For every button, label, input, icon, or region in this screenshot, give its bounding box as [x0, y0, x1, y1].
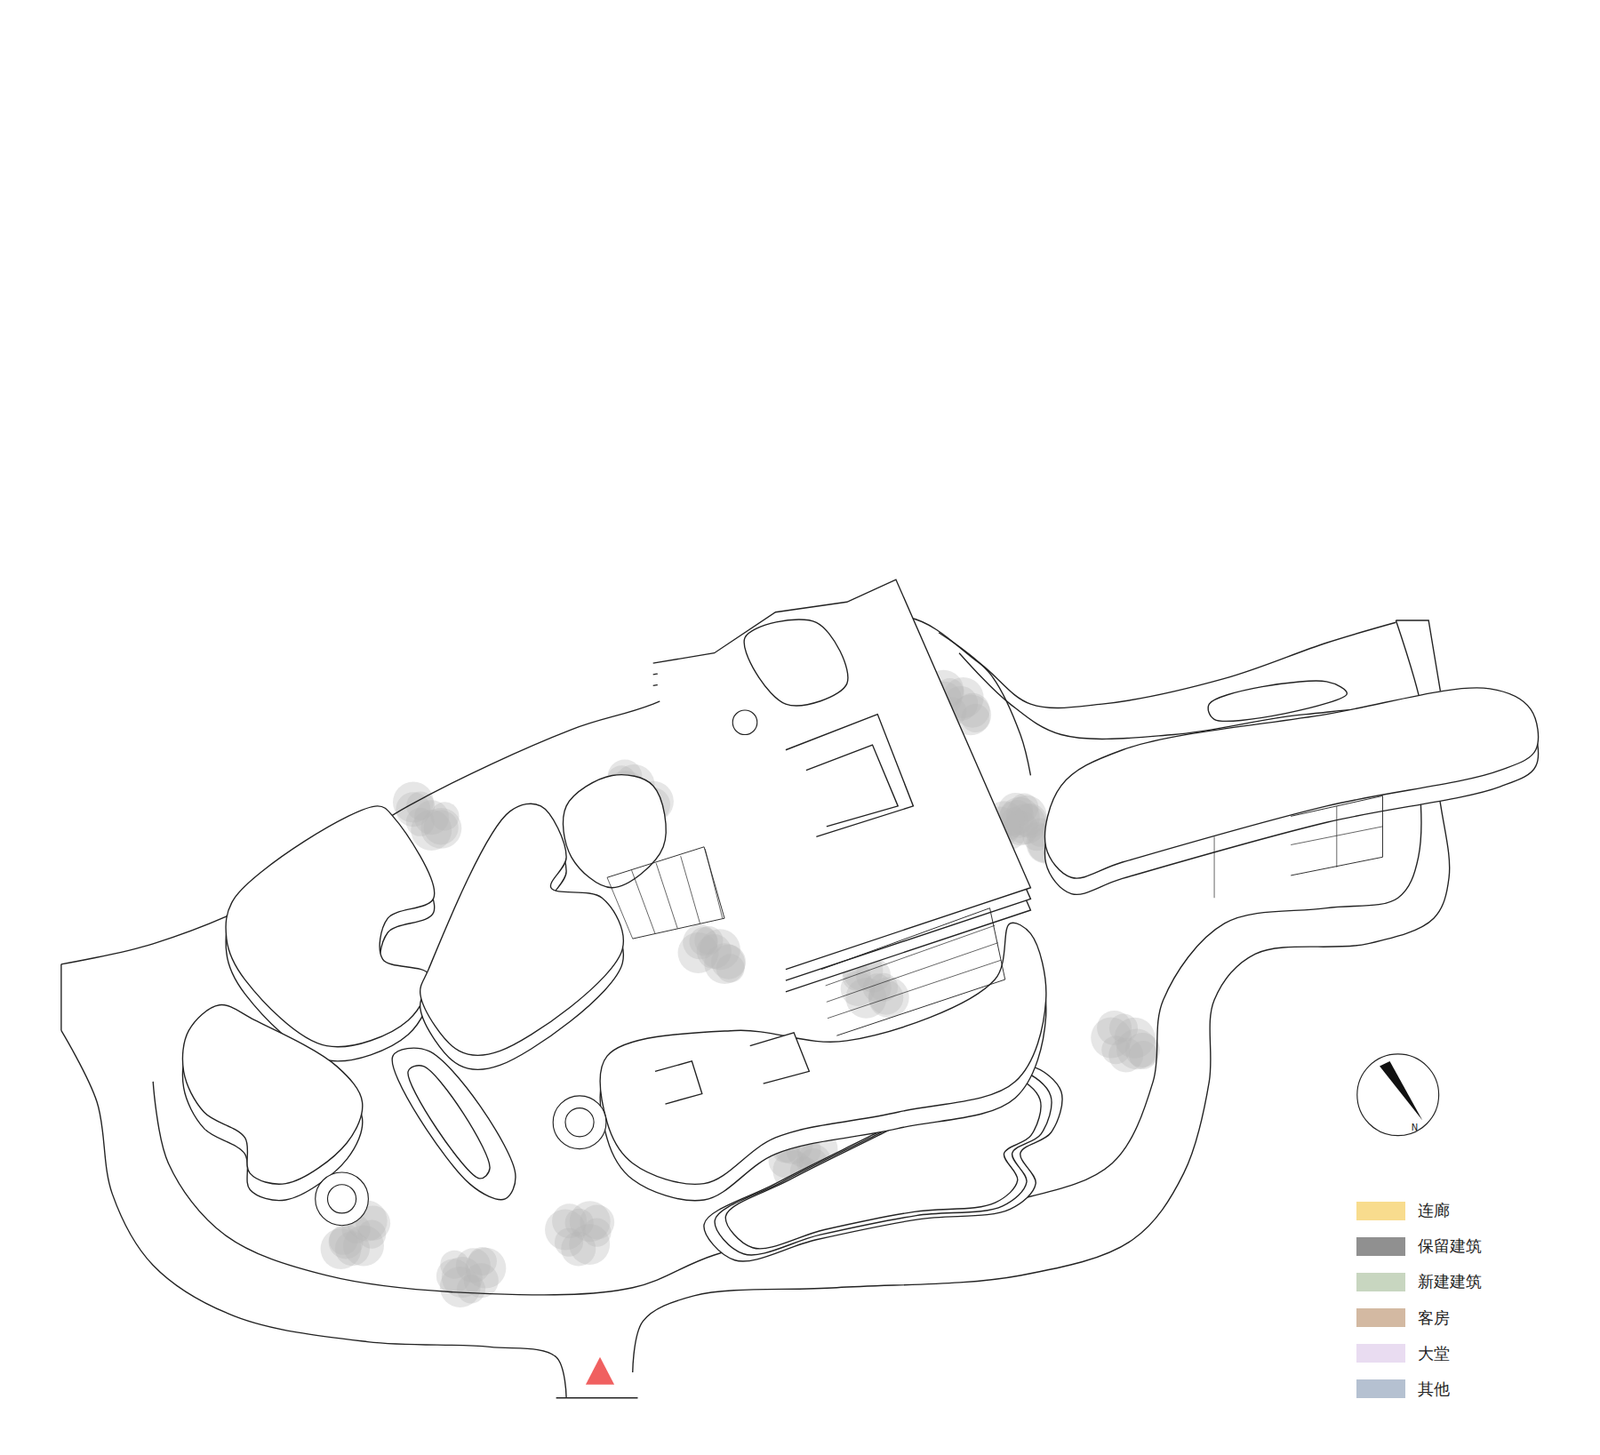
window-mullion	[1290, 826, 1383, 846]
road-edge	[1395, 620, 1441, 695]
ramp-loop	[392, 1048, 516, 1200]
roof-opening	[750, 1032, 810, 1084]
legend-label: 其他	[1417, 1378, 1450, 1400]
facade-line	[825, 925, 996, 986]
spiral-stair	[552, 1096, 607, 1150]
roof-stair	[732, 710, 758, 736]
legend-item: 保留建筑	[1356, 1235, 1482, 1257]
spiral-stair	[315, 1172, 369, 1226]
glass-mullion	[680, 856, 701, 924]
roof-light	[1208, 680, 1347, 721]
legend-label: 保留建筑	[1417, 1235, 1482, 1257]
slab-roof	[1045, 688, 1539, 879]
window-mullion	[1336, 806, 1337, 868]
tree-foliage	[569, 1200, 611, 1242]
glass-mullion	[632, 870, 656, 934]
courtyard-void	[785, 714, 913, 838]
glass-mullion	[656, 863, 678, 928]
roof-pool	[744, 619, 848, 706]
legend-swatch	[1356, 1344, 1406, 1363]
tree	[678, 924, 747, 984]
compass-ring	[1357, 1054, 1440, 1136]
legend-label: 客房	[1417, 1307, 1450, 1329]
window-grid	[1290, 795, 1383, 876]
spiral-stair	[327, 1184, 356, 1214]
legend-swatch	[1356, 1237, 1406, 1256]
legend-label: 新建建筑	[1417, 1271, 1482, 1293]
legend-item: 连廊	[1356, 1200, 1450, 1222]
tower-roof	[653, 579, 1032, 970]
tree-foliage	[1116, 1028, 1158, 1070]
glass-mullion	[704, 848, 723, 919]
spiral-stair	[565, 1108, 594, 1137]
entrance-marker	[585, 1357, 615, 1385]
building-roof	[225, 806, 435, 1048]
north-label: N	[1411, 1122, 1418, 1133]
site-cut-line	[556, 1397, 639, 1399]
tree-foliage	[678, 932, 720, 974]
pavilion-roof	[562, 775, 666, 888]
courtyard-void-inner	[806, 744, 898, 827]
legend-swatch	[1356, 1201, 1406, 1221]
glass-grid	[607, 847, 725, 939]
facade-line	[1214, 836, 1216, 898]
glass-mullion	[607, 877, 633, 939]
legend-item: 大堂	[1356, 1343, 1450, 1365]
tree	[436, 1247, 506, 1308]
facade-line	[827, 960, 1001, 1018]
facade-line	[826, 943, 999, 1003]
tree-foliage	[420, 808, 462, 849]
tree-foliage	[845, 977, 887, 1019]
site-cut-line	[60, 964, 62, 1032]
ramp-loop	[408, 1065, 490, 1179]
legend-label: 连廊	[1417, 1200, 1450, 1222]
legend-item: 新建建筑	[1356, 1271, 1482, 1293]
tree	[1090, 1010, 1160, 1073]
legend-swatch	[1356, 1272, 1406, 1292]
roof-opening	[655, 1061, 703, 1104]
legend-swatch	[1356, 1308, 1406, 1328]
facade-grid	[821, 908, 1006, 1036]
building-roof	[182, 1005, 362, 1185]
legend-item: 其他	[1356, 1378, 1450, 1400]
compass-needle	[1379, 1061, 1423, 1121]
tree	[544, 1200, 615, 1266]
tree-foliage	[320, 1228, 362, 1270]
legend-label: 大堂	[1417, 1343, 1450, 1365]
legend-item: 客房	[1356, 1307, 1450, 1329]
legend-swatch	[1356, 1379, 1406, 1399]
